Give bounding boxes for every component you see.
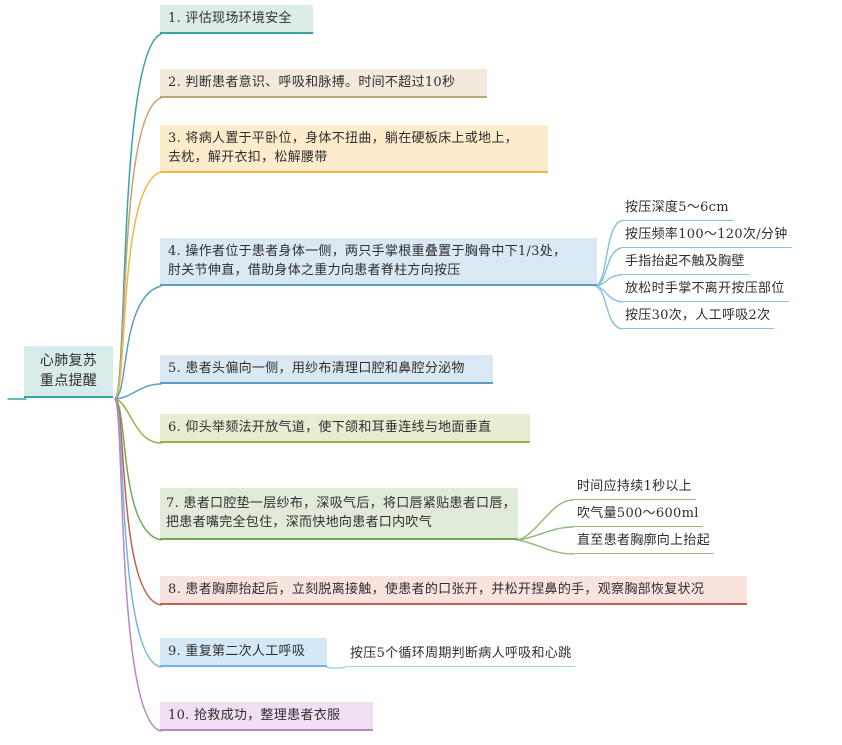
root-topic[interactable]: 心肺复苏 重点提醒 [24,346,113,398]
subtopic-4-1[interactable]: 按压深度5～6cm [621,196,733,221]
connector-sub-7-1 [516,499,574,541]
subtopic-7-1[interactable]: 时间应持续1秒以上 [573,475,696,500]
connector-branch-3 [114,171,162,400]
topic-7[interactable]: 7. 患者口腔垫一层纱布，深吸气后，将口唇紧贴患者口唇， 把患者嘴完全包住，深而… [160,488,518,540]
topic-9[interactable]: 9. 重复第二次人工呼吸 [160,638,327,667]
connector-sub-7-2 [516,526,574,541]
subtopic-4-4[interactable]: 放松时手掌不离开按压部位 [621,277,789,302]
topic-5[interactable]: 5. 患者头偏向一侧，用纱布清理口腔和鼻腔分泌物 [160,355,493,384]
topic-8[interactable]: 8. 患者胸廓抬起后，立刻脱离接触，使患者的口张开，并松开捏鼻的手，观察胸部恢复… [160,576,747,605]
topic-3[interactable]: 3. 将病人置于平卧位，身体不扭曲，躺在硬板床上或地上， 去枕，解开衣扣，松解腰… [160,125,548,173]
topic-6[interactable]: 6. 仰头举颏法开放气道，使下颌和耳垂连线与地面垂直 [160,414,530,443]
topic-10[interactable]: 10. 抢救成功，整理患者衣服 [160,702,373,731]
subtopic-9-1[interactable]: 按压5个循环周期判断病人呼吸和心跳 [346,642,576,667]
connector-branch-5 [114,383,162,400]
connector-sub-9-1 [325,666,347,669]
subtopic-7-2[interactable]: 吹气量500～600ml [573,502,703,527]
subtopic-7-3[interactable]: 直至患者胸廓向上抬起 [573,529,715,554]
connector-branch-4 [114,285,162,400]
connector-branch-7 [114,398,162,541]
subtopic-4-3[interactable]: 手指抬起不触及胸壁 [621,250,749,275]
subtopic-4-5[interactable]: 按压30次，人工呼吸2次 [621,304,775,329]
topic-2[interactable]: 2. 判断患者意识、呼吸和脉搏。时间不超过10秒 [160,69,487,98]
connector-sub-4-2 [595,247,622,287]
connector-sub-4-3 [595,274,622,287]
subtopic-4-2[interactable]: 按压频率100～120次/分钟 [621,223,792,248]
topic-4[interactable]: 4. 操作者位于患者身体一侧，两只手掌根重叠置于胸骨中下1/3处， 肘关节伸直，… [160,238,597,286]
connector-sub-7-3 [516,539,574,555]
connector-branch-10 [114,398,162,732]
connector-sub-4-1 [595,220,622,287]
connector-sub-4-5 [595,285,622,330]
connector-branch-6 [114,398,162,444]
topic-1[interactable]: 1. 评估现场环境安全 [160,5,313,34]
